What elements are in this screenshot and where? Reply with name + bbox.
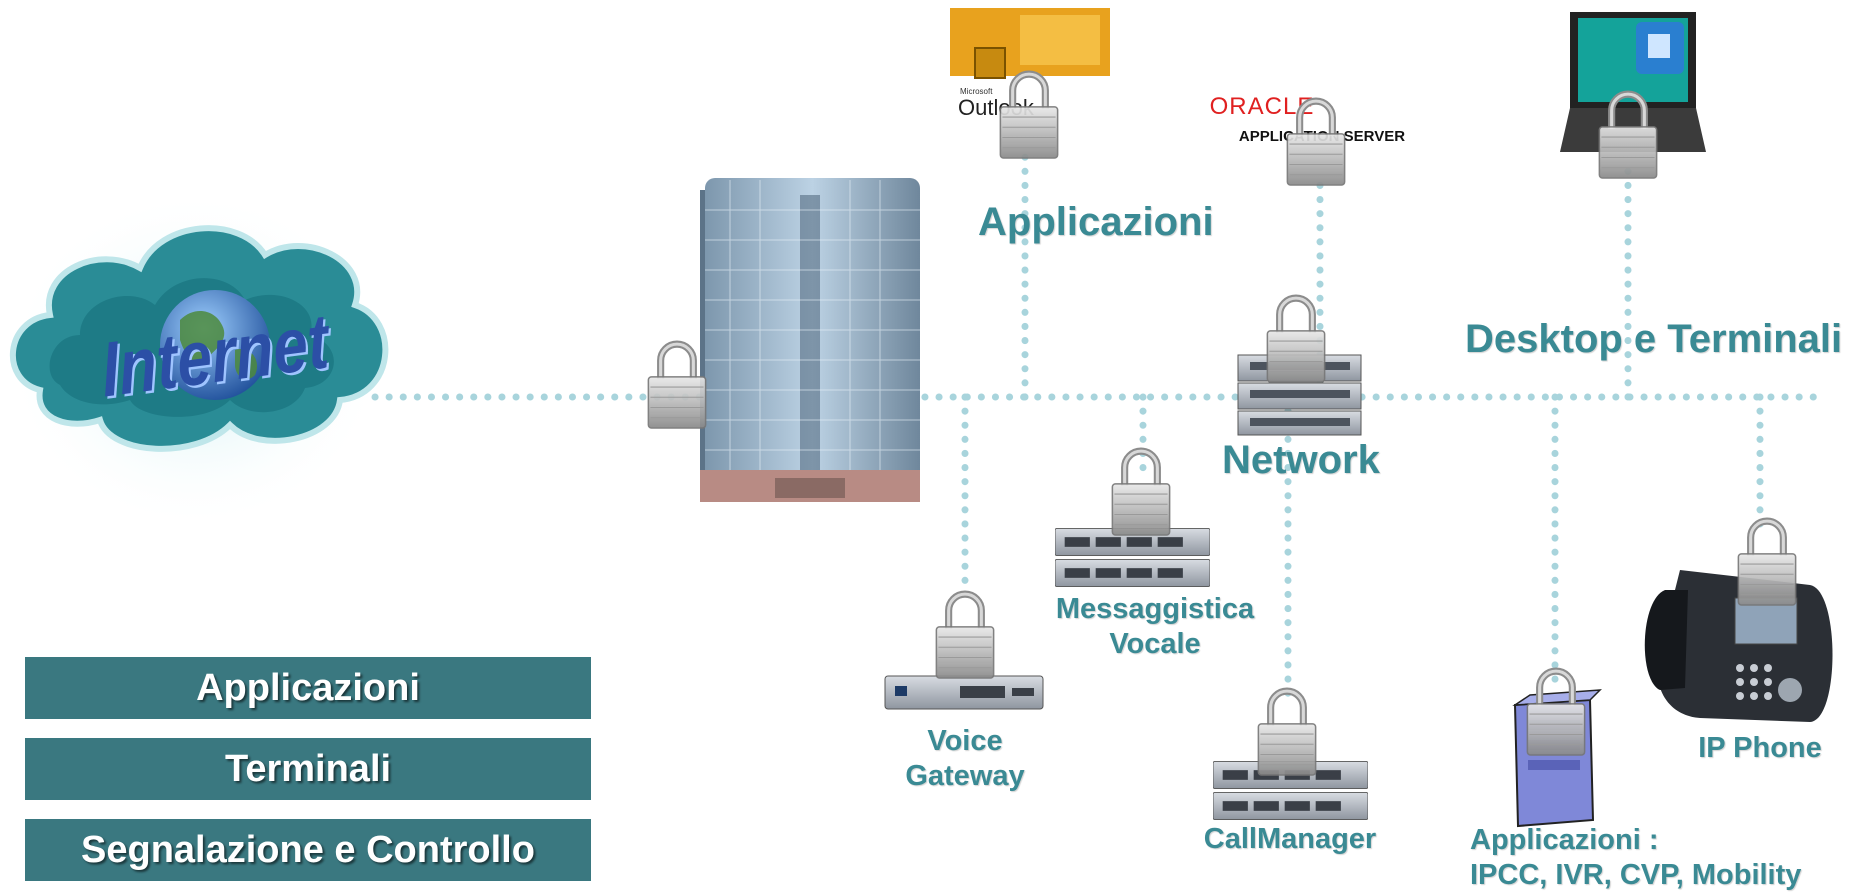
server-icon <box>1055 527 1210 588</box>
padlock-icon <box>1738 521 1795 605</box>
svg-text:Microsoft: Microsoft <box>960 87 993 96</box>
applicazioni-section-label: Applicazioni <box>978 200 1214 244</box>
segnalazione-controllo-button[interactable]: Segnalazione e Controllo <box>25 819 591 881</box>
network-label: Network <box>1222 438 1380 482</box>
applicazioni-server-label: Applicazioni :IPCC, IVR, CVP, Mobility <box>1470 824 1802 891</box>
padlock-icon <box>1527 671 1584 755</box>
building-icon <box>700 178 920 502</box>
padlock-icon <box>936 594 993 678</box>
ip-phone-label: IP Phone <box>1698 732 1822 764</box>
router-icon <box>884 675 1044 710</box>
padlock-icon <box>1267 298 1324 382</box>
callmanager-label: CallManager <box>1203 823 1377 855</box>
applicazioni-button[interactable]: Applicazioni <box>25 657 591 719</box>
desktop-terminali-label: Desktop e Terminali <box>1465 317 1843 361</box>
padlock-icon <box>648 344 705 428</box>
terminali-button[interactable]: Terminali <box>25 738 591 800</box>
outlook-logo: Microsoft Outlook <box>950 8 1110 124</box>
padlock-icon <box>1112 451 1169 535</box>
padlock-icon <box>1258 691 1315 775</box>
ip-phone-icon <box>1644 570 1833 722</box>
internet-cloud <box>5 190 389 530</box>
svg-text:ORACLE: ORACLE <box>1210 93 1315 120</box>
